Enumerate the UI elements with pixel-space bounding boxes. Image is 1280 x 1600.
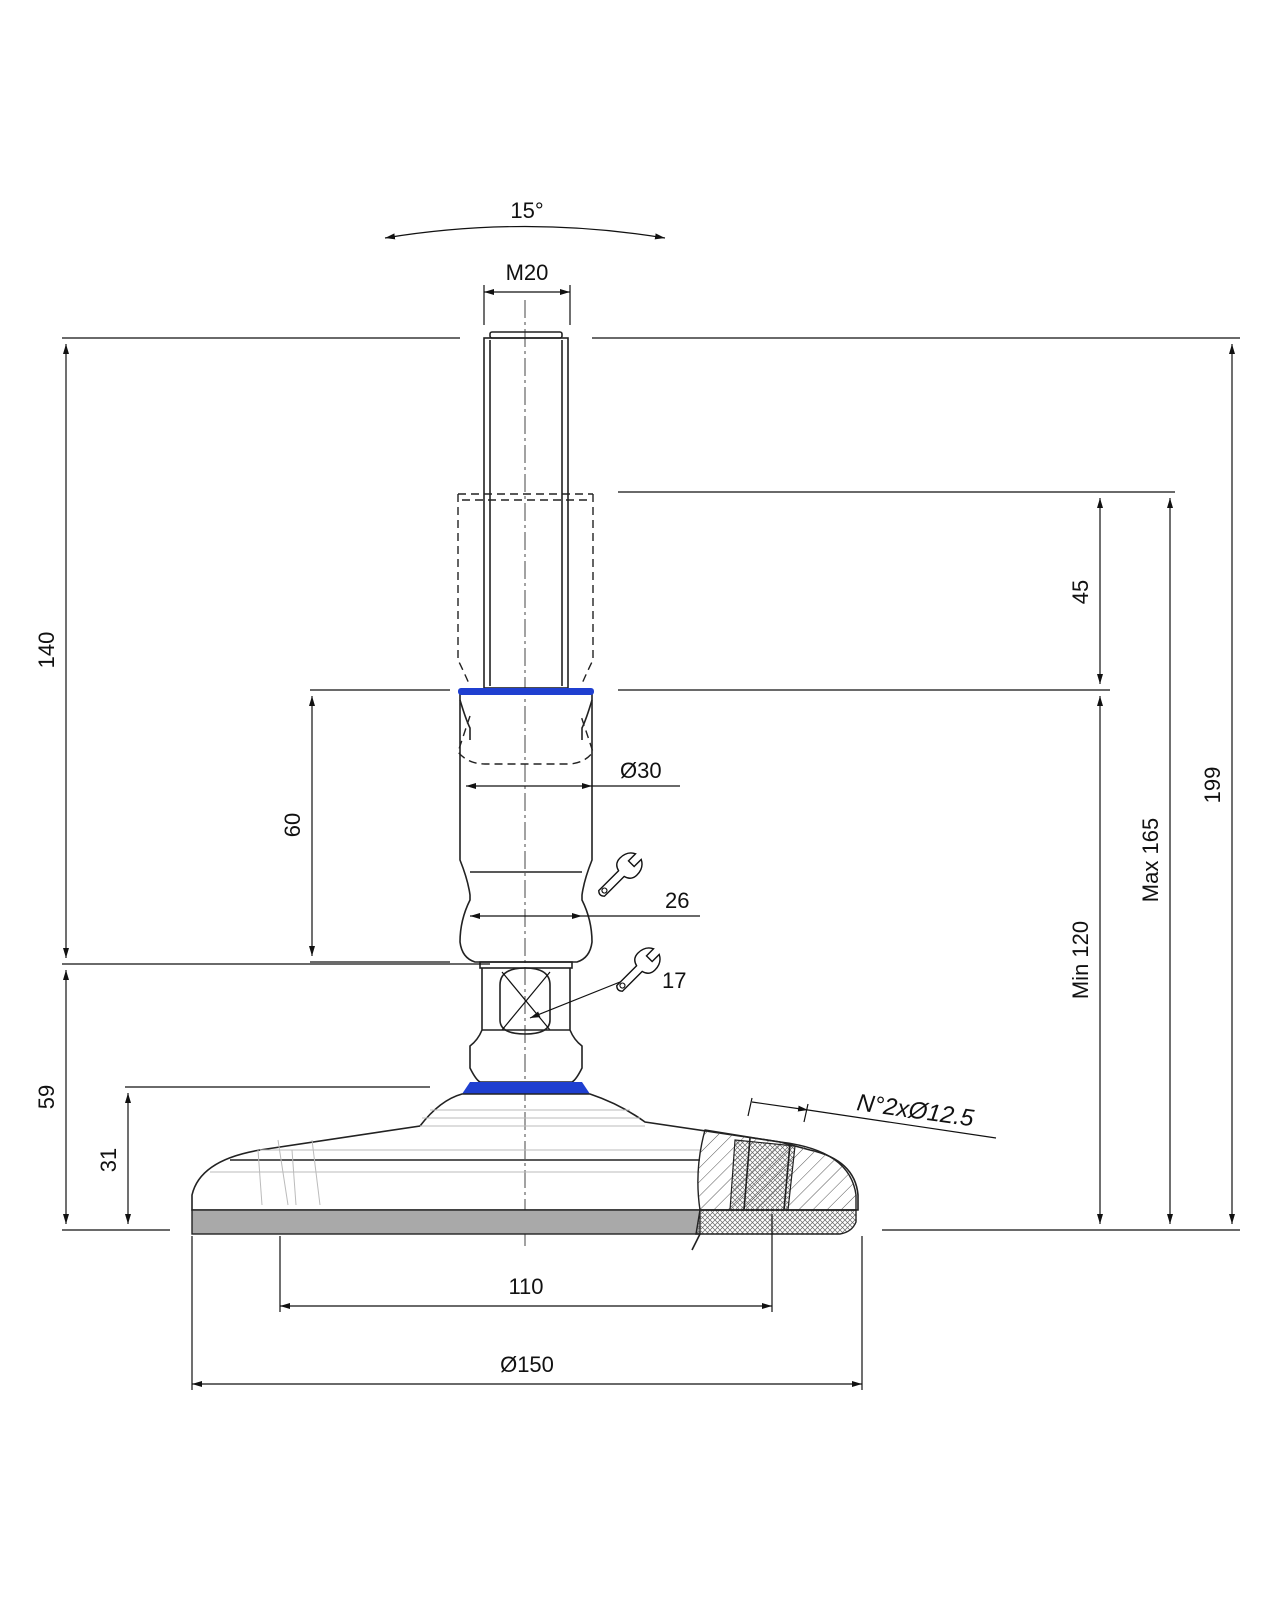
pad-height-label: 31 <box>96 1148 121 1172</box>
max-height-label: Max 165 <box>1138 818 1163 902</box>
wrench-icon <box>598 852 643 897</box>
base <box>191 1093 859 1251</box>
threaded-stem <box>483 331 569 689</box>
base-height-label: 59 <box>34 1085 59 1109</box>
wrench-neck-label: 17 <box>662 968 686 993</box>
min-height-label: Min 120 <box>1068 921 1093 999</box>
neck <box>462 961 590 1094</box>
blue-seal-bottom <box>462 1082 590 1094</box>
wrench-icon <box>616 947 661 992</box>
overall-height-label: 199 <box>1200 767 1225 804</box>
base-pad <box>191 1209 701 1235</box>
base-diameter-label: Ø150 <box>500 1352 554 1377</box>
angle-label: 15° <box>510 198 543 223</box>
body-diameter-label: Ø30 <box>620 758 662 783</box>
blue-seal-top <box>458 688 594 695</box>
thread-length-label: 140 <box>34 632 59 669</box>
stroke-label: 45 <box>1068 580 1093 604</box>
hole-spacing-label: 110 <box>508 1274 543 1299</box>
wrench-body-label: 26 <box>665 888 689 913</box>
body-length-label: 60 <box>280 813 305 837</box>
body-sleeve <box>458 688 594 963</box>
thread-label: M20 <box>506 260 549 285</box>
